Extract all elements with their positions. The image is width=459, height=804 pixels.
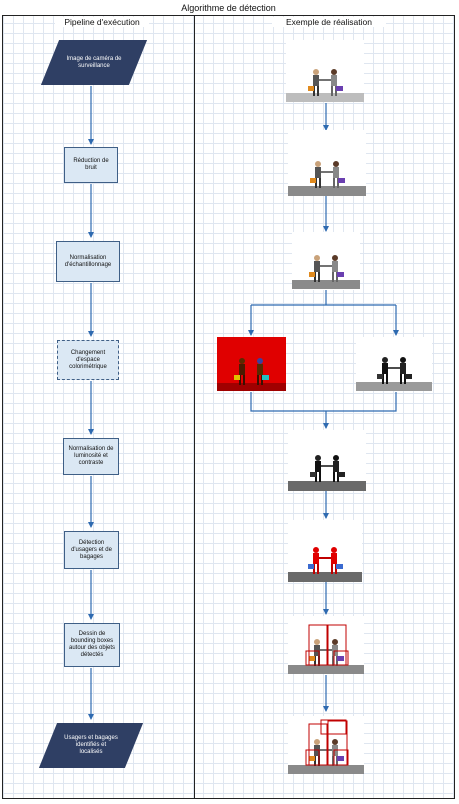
step-label: Dessin de bounding boxes autour des obje… xyxy=(68,631,116,658)
example-image-colorspace-red xyxy=(217,337,286,391)
lane-title-example: Exemple de réalisation xyxy=(272,17,386,27)
example-image-contrast xyxy=(288,430,366,491)
output-node-identified: Usagers et bagages identifiés et localis… xyxy=(48,723,134,768)
step-brightness-contrast-normalization: Normalisation de luminosité et contraste xyxy=(63,438,119,475)
example-image-original xyxy=(286,40,364,102)
example-arrows xyxy=(248,103,399,712)
example-image-bounding-boxes xyxy=(288,616,364,674)
step-colorspace-change: Changement d'espace colorimétrique xyxy=(57,340,119,380)
step-draw-bounding-boxes: Dessin de bounding boxes autour des obje… xyxy=(64,623,120,667)
step-user-baggage-detection: Détection d'usagers et de bagages xyxy=(64,531,119,569)
step-label: Normalisation de luminosité et contraste xyxy=(68,446,114,466)
step-label: Changement d'espace colorimétrique xyxy=(69,349,107,370)
lane-title-pipeline: Pipeline d'exécution xyxy=(55,17,149,27)
output-node-label: Usagers et bagages identifiés et localis… xyxy=(64,735,118,755)
input-node-label: Image de caméra de surveillance xyxy=(66,55,122,69)
step-label: Normalisation d'échantillonnage xyxy=(64,254,112,268)
step-sampling-normalization: Normalisation d'échantillonnage xyxy=(56,241,120,282)
example-image-final xyxy=(288,716,364,774)
example-image-resampled xyxy=(292,232,360,290)
step-label: Détection d'usagers et de bagages xyxy=(71,539,112,560)
example-image-detection xyxy=(288,520,362,582)
example-image-denoised xyxy=(288,130,366,196)
diagram-title: Algorithme de détection xyxy=(2,2,455,16)
step-label: Réduction de bruit xyxy=(73,158,109,171)
lane-divider xyxy=(194,16,195,799)
example-image-colorspace-gray xyxy=(356,337,432,391)
input-node-camera-image: Image de caméra de surveillance xyxy=(50,40,138,85)
step-noise-reduction: Réduction de bruit xyxy=(64,147,118,183)
